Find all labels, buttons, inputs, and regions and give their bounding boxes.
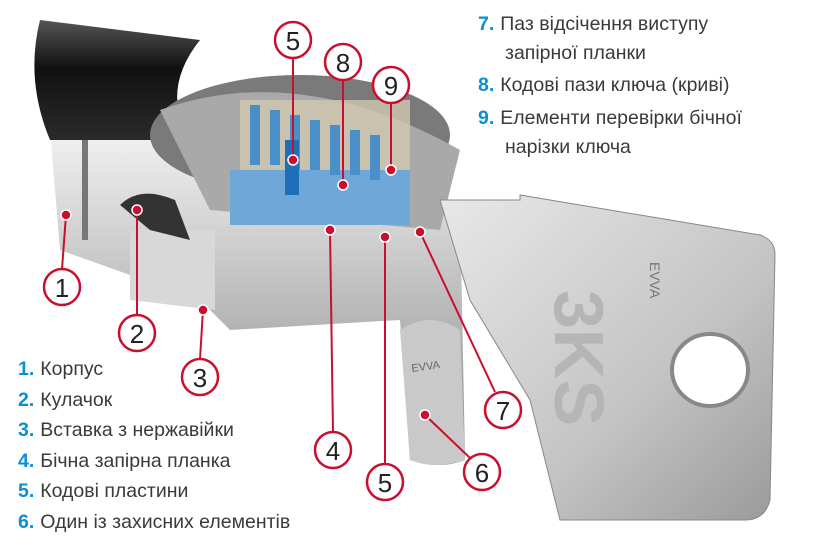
legend-number: 3. xyxy=(18,419,35,441)
legend-text: Корпус xyxy=(40,358,104,380)
legend-number: 5. xyxy=(18,480,35,502)
callout-5-bottom: 5 xyxy=(378,468,392,498)
callout-3: 3 xyxy=(193,363,207,393)
callout-lines xyxy=(61,58,496,464)
legend-left: 1.Корпус 2.Кулачок 3.Вставка з нержавійк… xyxy=(18,354,290,537)
callout-7: 7 xyxy=(496,396,510,426)
legend-text-continued: запірної планки xyxy=(505,42,646,64)
callout-2: 2 xyxy=(130,319,144,349)
callout-9: 9 xyxy=(384,71,398,101)
legend-text: Паз відсічення виступу xyxy=(500,13,709,35)
legend-text: Бічна запірна планка xyxy=(40,449,231,472)
legend-item-9: 9.Елементи перевірки бічної xyxy=(478,104,742,133)
legend-text: Вставка з нержавійки xyxy=(40,419,234,441)
legend-item-6: 6.Один із захисних елементів xyxy=(18,507,290,538)
legend-number: 1. xyxy=(18,358,35,380)
legend-number: 9. xyxy=(478,107,495,129)
callout-dots xyxy=(60,154,431,421)
key-brand-mark: 3KS xyxy=(540,290,618,426)
callout-6: 6 xyxy=(475,458,489,488)
legend-right: 7.Паз відсічення виступу запірної планки… xyxy=(478,10,742,162)
cylinder-dark-end xyxy=(34,20,200,140)
legend-text: Елементи перевірки бічної xyxy=(500,107,742,129)
callout-5-top: 5 xyxy=(286,26,300,56)
key: 3KS EVVA xyxy=(439,194,776,521)
legend-item-4: 4.Бічна запірна планка xyxy=(18,446,290,477)
legend-item-2: 2.Кулачок xyxy=(18,385,290,416)
legend-number: 7. xyxy=(478,13,495,35)
legend-item-1: 1.Корпус xyxy=(18,354,290,385)
cylinder-logo: EVVA xyxy=(411,359,442,375)
legend-text: Кодові пластини xyxy=(40,480,189,502)
legend-text: Один із захисних елементів xyxy=(40,510,291,533)
callout-1: 1 xyxy=(55,273,69,303)
cutaway-core xyxy=(150,75,460,230)
legend-number: 4. xyxy=(18,449,35,472)
legend-number: 8. xyxy=(478,74,495,96)
legend-item-7: 7.Паз відсічення виступу xyxy=(478,10,742,39)
legend-text: Кодові пази ключа (криві) xyxy=(500,74,730,96)
legend-number: 2. xyxy=(18,388,35,411)
legend-item-5: 5.Кодові пластини xyxy=(18,476,290,507)
legend-item-8: 8.Кодові пази ключа (криві) xyxy=(478,71,742,100)
legend-number: 6. xyxy=(18,510,35,533)
callout-4: 4 xyxy=(326,436,340,466)
callout-8: 8 xyxy=(336,48,350,78)
callout-circles xyxy=(42,20,523,502)
legend-text: Кулачок xyxy=(40,388,113,411)
key-logo: EVVA xyxy=(647,262,663,299)
legend-text-continued: нарізки ключа xyxy=(505,136,631,158)
legend-item-3: 3.Вставка з нержавійки xyxy=(18,415,290,446)
